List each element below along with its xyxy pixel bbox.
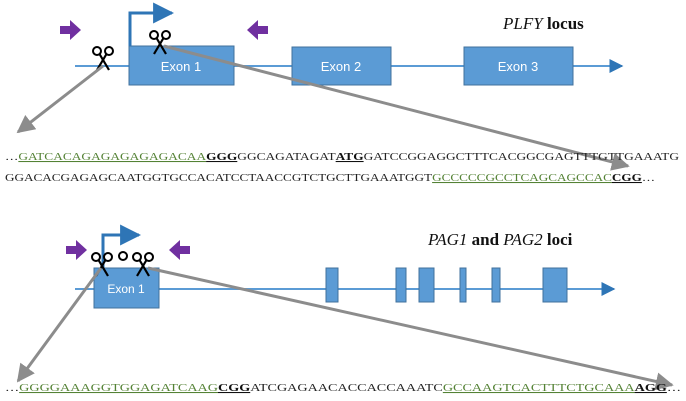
pam-sequence: AGG [635,383,667,394]
exon-3-label: Exon 3 [498,59,538,74]
seq-ellipsis: … [5,152,18,163]
gene-name: PLFY [502,14,544,33]
exon-1-label: Exon 1 [107,282,145,296]
exon-2-box [291,46,392,86]
bent-arrow-icon [128,2,175,46]
seq-plain: GATCCGGAGGCTTTCACGGCGAGTTTGTTGAAATG [364,152,680,163]
panel-bottom: Exon 1 PAG1 and PAG2 loci …GGGGAAAGGTGGA… [5,224,681,394]
cut-site-connector [147,266,674,391]
arrow-right-icon [60,20,81,40]
panel-top: Exon 1 Exon 2 Exon 3 PLFY locus …GATCACA… [5,2,679,184]
locus-word: loci [543,230,573,249]
sequence-line-2: GGACACGAGAGCAATGGTGCCACATCCTAACCGTCTGCTT… [5,173,655,184]
seq-ellipsis: … [5,383,19,394]
gene-name: PAG2 [502,230,543,249]
seq-plain: ATCGAGAACACCACCAAATC [250,383,443,394]
gene-name: PAG1 [427,230,467,249]
pam-sequence: CGG [218,383,250,394]
locus-title-bottom: PAG1 and PAG2 loci [427,230,573,249]
exon-3-box [463,46,574,86]
seq-ellipsis: … [642,173,655,184]
title-connector: and [467,230,503,249]
start-codon: ATG [336,152,364,163]
cut-site-connector [163,44,630,171]
locus-title-top: PLFY locus [502,14,584,33]
exon-box [459,267,467,303]
cut-site-connector [16,64,104,134]
pam-sequence: CGG [612,173,642,184]
exon-2-label: Exon 2 [321,59,361,74]
guide-sequence: GATCACAGAGAGAGAGACAA [18,152,206,163]
pam-sequence: GGG [206,152,237,163]
exon-box [395,267,407,303]
guide-sequence: GCCAAGTCACTTTCTGCAAA [443,383,635,394]
cut-site-connector [16,267,103,383]
exon-box [325,267,339,303]
arrow-right-icon [66,240,87,260]
seq-plain: GGACACGAGAGCAATGGTGCCACATCCTAACCGTCTGCTT… [5,173,433,184]
exon-1-label: Exon 1 [161,59,201,74]
guide-sequence: GGGGAAAGGTGGAGATCAAG [19,383,218,394]
scissors-handle [118,251,128,261]
seq-ellipsis: … [667,383,681,394]
locus-word: locus [543,14,584,33]
exon-box [418,267,435,303]
arrow-left-icon [247,20,268,40]
exon-box [542,267,568,303]
exon-box [491,267,501,303]
arrow-left-icon [169,240,190,260]
seq-plain: GGCAGATAGAT [237,152,336,163]
guide-sequence: GCCCCCGCCTCAGCAGCCAC [432,173,612,184]
